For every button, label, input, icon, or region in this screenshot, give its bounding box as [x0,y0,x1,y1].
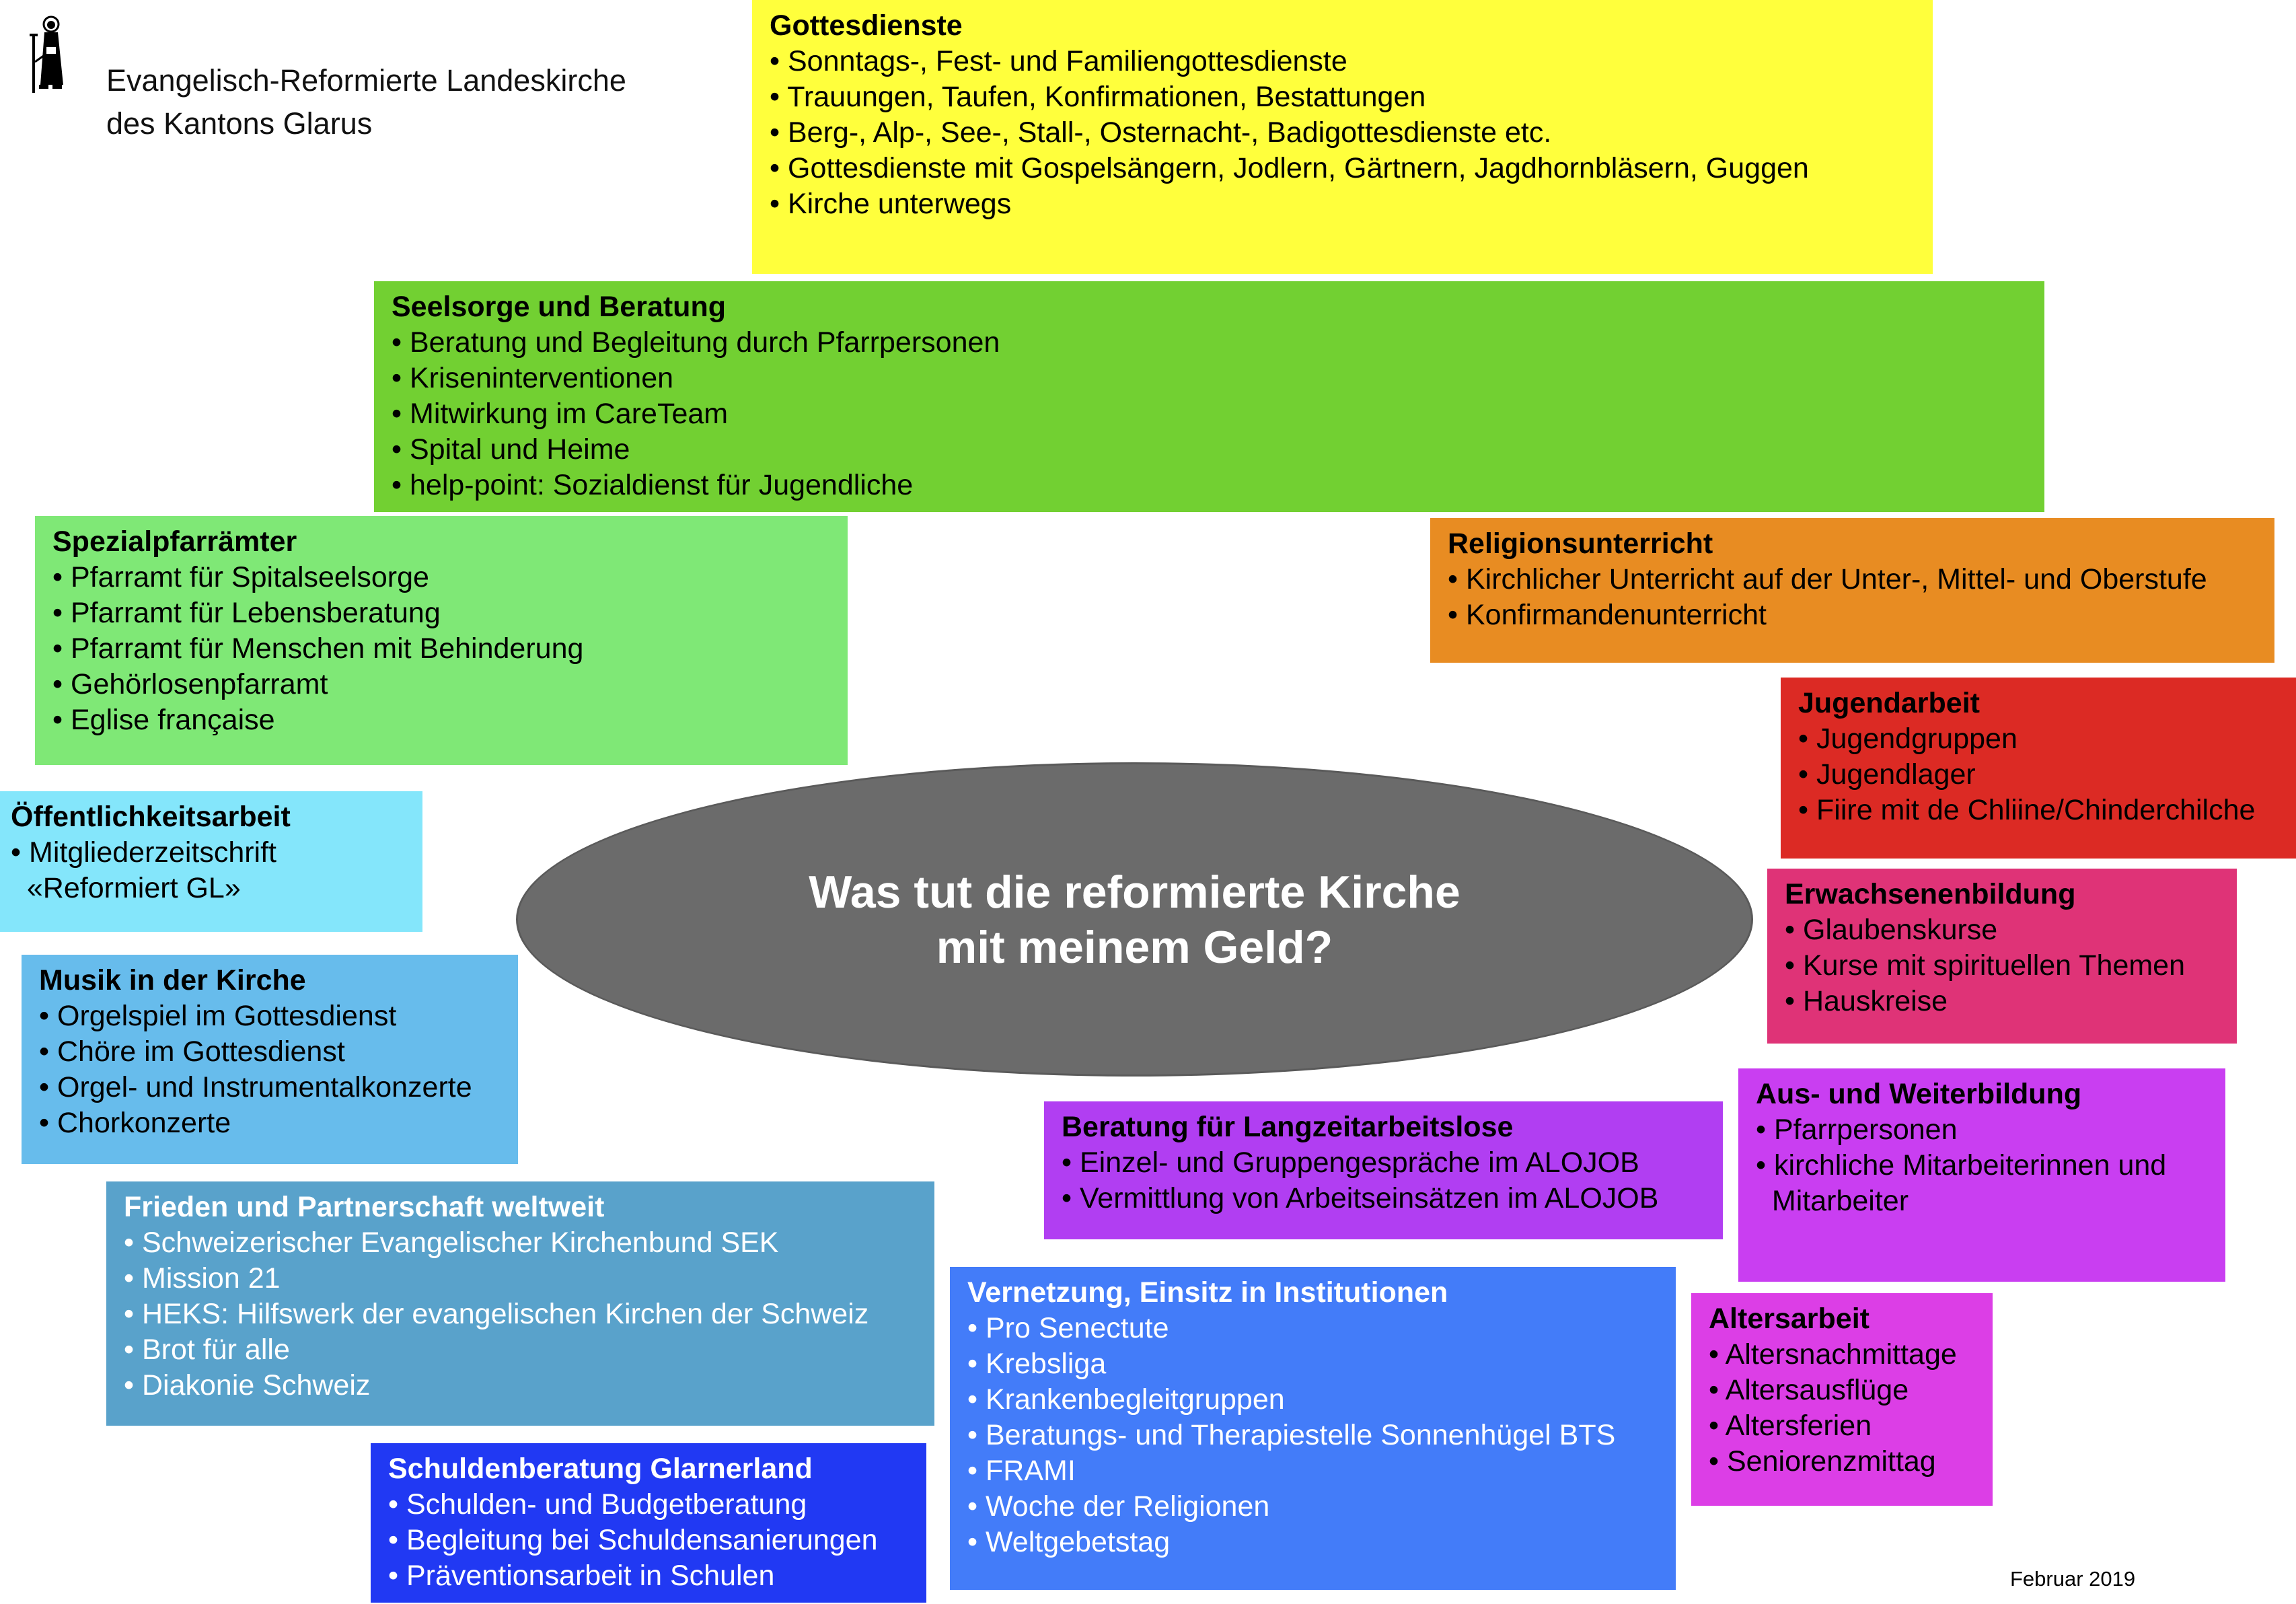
list-item: • Mitwirkung im CareTeam [392,398,729,430]
list-item: • Schweizerischer Evangelischer Kirchenb… [124,1227,779,1259]
list-item: • Altersnachmittage [1709,1338,1957,1371]
box-vernetzung-institutionen: Vernetzung, Einsitz in Institutionen • P… [950,1267,1676,1590]
list-item: • Einzel- und Gruppengespräche im ALOJOB [1062,1146,1639,1179]
box-title: Jugendarbeit [1798,687,1980,719]
list-item: • Hauskreise [1785,985,1948,1017]
box-aus-und-weiterbildung: Aus- und Weiterbildung • Pfarrpersonen •… [1738,1068,2225,1282]
list-item: • Gehörlosenpfarramt [52,668,328,700]
list-item: • Weltgebetstag [967,1526,1171,1558]
org-name-line2: des Kantons Glarus [106,106,373,141]
box-title: Aus- und Weiterbildung [1756,1078,2082,1110]
list-item: • Orgelspiel im Gottesdienst [39,1000,397,1032]
list-item: • Beratungs- und Therapiestelle Sonnenhü… [967,1419,1616,1451]
list-item: Mitarbeiter [1756,1185,1909,1217]
list-item: • kirchliche Mitarbeiterinnen und [1756,1149,2167,1181]
box-title: Öffentlichkeitsarbeit [11,801,291,833]
list-item: • Jugendgruppen [1798,723,2017,755]
list-item: • Orgel- und Instrumentalkonzerte [39,1071,472,1103]
list-item: • Beratung und Begleitung durch Pfarrper… [392,326,1000,359]
box-title: Frieden und Partnerschaft weltweit [124,1191,605,1223]
list-item: • Mission 21 [124,1262,281,1295]
list-item: • Schulden- und Budgetberatung [388,1488,807,1521]
list-item: • Pfarramt für Spitalseelsorge [52,561,429,593]
list-item: • Brot für alle [124,1334,290,1366]
box-title: Spezialpfarrämter [52,525,297,558]
list-item: • Altersferien [1709,1410,1872,1442]
list-item: • HEKS: Hilfswerk der evangelischen Kirc… [124,1298,869,1330]
list-item: • Berg-, Alp-, See-, Stall-, Osternacht-… [770,116,1552,149]
list-item: • Glaubenskurse [1785,914,1998,946]
list-item: • Kurse mit spirituellen Themen [1785,949,2186,982]
center-question-line1: Was tut die reformierte Kirche [809,866,1460,918]
org-name-line1: Evangelisch-Reformierte Landeskirche [106,63,626,98]
list-item: • Sonntags-, Fest- und Familiengottesdie… [770,45,1347,77]
box-oeffentlichkeitsarbeit: Öffentlichkeitsarbeit • Mitgliederzeitsc… [0,791,422,932]
list-item: «Reformiert GL» [11,872,241,904]
box-jugendarbeit: Jugendarbeit • Jugendgruppen • Jugendlag… [1781,678,2296,859]
list-item: • Pfarramt für Lebensberatung [52,597,441,629]
box-frieden-partnerschaft: Frieden und Partnerschaft weltweit • Sch… [106,1181,934,1426]
list-item: • Präventionsarbeit in Schulen [388,1560,775,1592]
box-title: Erwachsenenbildung [1785,878,2076,910]
st-fridolin-pilgrim-icon [30,15,63,93]
list-item: • help-point: Sozialdienst für Jugendlic… [392,469,914,501]
list-item: • Krebsliga [967,1348,1107,1380]
box-title: Beratung für Langzeitarbeitslose [1062,1111,1514,1143]
list-item: • Eglise française [52,704,275,736]
box-altersarbeit: Altersarbeit • Altersnachmittage • Alter… [1691,1293,1993,1506]
list-item: • Kriseninterventionen [392,362,674,394]
list-item: • Woche der Religionen [967,1490,1270,1523]
list-item: • Trauungen, Taufen, Konfirmationen, Bes… [770,81,1426,113]
list-item: • Pro Senectute [967,1312,1169,1344]
box-title: Seelsorge und Beratung [392,291,726,323]
box-title: Religionsunterricht [1448,527,1713,560]
list-item: • Pfarrpersonen [1756,1114,1958,1146]
box-seelsorge-beratung: Seelsorge und Beratung • Beratung und Be… [374,281,2044,512]
list-item: • Jugendlager [1798,758,1976,791]
box-title: Altersarbeit [1709,1303,1869,1335]
list-item: • Konfirmandenunterricht [1448,599,1767,631]
center-question-ellipse: Was tut die reformierte Kirche mit meine… [516,762,1753,1077]
box-title: Schuldenberatung Glarnerland [388,1453,813,1485]
list-item: • Fiire mit de Chliine/Chinderchilche [1798,794,2256,826]
list-item: • Chorkonzerte [39,1107,231,1139]
box-religionsunterricht: Religionsunterricht • Kirchlicher Unterr… [1430,518,2274,663]
box-title: Musik in der Kirche [39,964,306,996]
list-item: • Kirche unterwegs [770,188,1012,220]
list-item: • Krankenbegleitgruppen [967,1383,1285,1416]
list-item: • Vermittlung von Arbeitseinsätzen im AL… [1062,1182,1659,1214]
footer-date: Februar 2019 [2010,1567,2136,1591]
list-item: • Diakonie Schweiz [124,1369,371,1401]
list-item: • FRAMI [967,1455,1076,1487]
center-question-line2: mit meinem Geld? [936,921,1333,973]
list-item: • Altersausflüge [1709,1374,1909,1406]
box-beratung-langzeitarbeitslose: Beratung für Langzeitarbeitslose • Einze… [1044,1101,1723,1239]
list-item: • Begleitung bei Schuldensanierungen [388,1524,878,1556]
box-schuldenberatung: Schuldenberatung Glarnerland • Schulden-… [371,1443,926,1603]
box-title: Gottesdienste [770,9,963,42]
box-spezialpfarraemter: Spezialpfarrämter • Pfarramt für Spitals… [35,516,848,765]
list-item: • Mitgliederzeitschrift [11,836,276,869]
list-item: • Gottesdienste mit Gospelsängern, Jodle… [770,152,1809,184]
list-item: • Seniorenzmittag [1709,1445,1936,1478]
list-item: • Pfarramt für Menschen mit Behinderung [52,632,584,665]
box-erwachsenenbildung: Erwachsenenbildung • Glaubenskurse • Kur… [1767,869,2237,1044]
box-title: Vernetzung, Einsitz in Institutionen [967,1276,1448,1309]
list-item: • Spital und Heime [392,433,630,466]
list-item: • Kirchlicher Unterricht auf der Unter-,… [1448,563,2207,595]
box-musik-in-der-kirche: Musik in der Kirche • Orgelspiel im Gott… [22,955,518,1164]
box-gottesdienste: Gottesdienste • Sonntags-, Fest- und Fam… [752,0,1933,274]
list-item: • Chöre im Gottesdienst [39,1035,345,1068]
